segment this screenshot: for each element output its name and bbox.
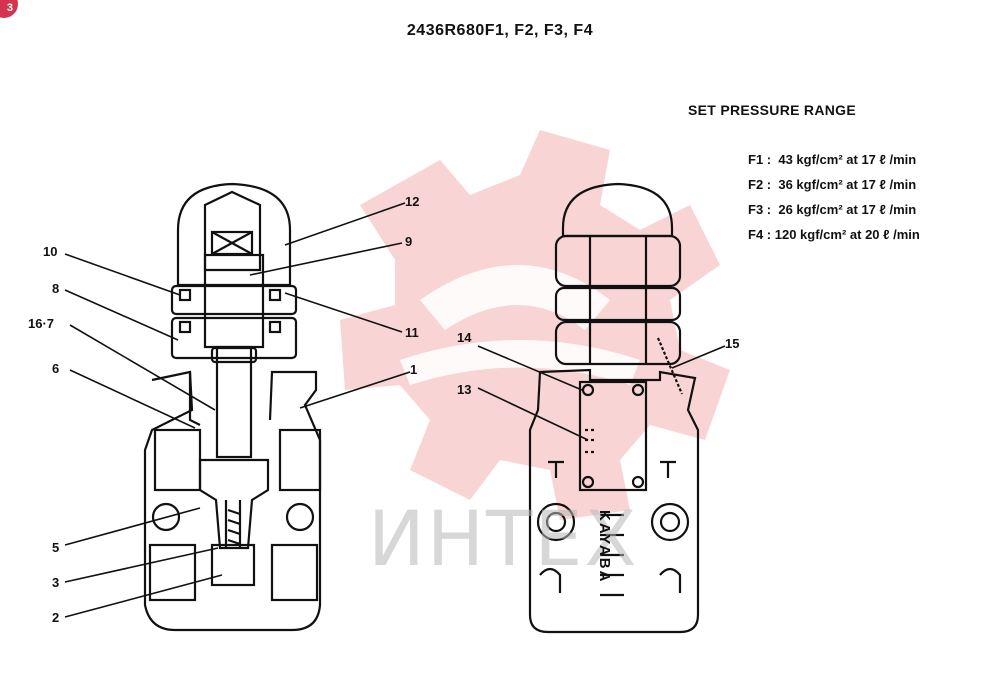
drawing-title: 2436R680F1, F2, F3, F4 — [406, 22, 594, 39]
leader-lines — [64, 202, 726, 618]
part-label-1: 1 — [410, 362, 418, 377]
part-label-14: 14 — [457, 330, 472, 345]
range-item-f1: F1 : 43 kgf/cm² at 17 ℓ /min — [748, 152, 917, 167]
part-label-16-7: 16·7 — [28, 316, 55, 331]
sectional-view — [143, 182, 322, 632]
part-label-15: 15 — [725, 336, 740, 351]
part-label-2: 2 — [52, 610, 60, 625]
part-label-13: 13 — [457, 382, 472, 397]
external-view — [528, 182, 700, 634]
watermark-text: ИНТЕХ — [368, 494, 639, 583]
part-label-3: 3 — [52, 575, 60, 590]
range-item-f4: F4 : 120 kgf/cm² at 20 ℓ /min — [748, 227, 920, 242]
range-item-f2: F2 : 36 kgf/cm² at 17 ℓ /min — [748, 177, 917, 192]
watermark-gear-logo — [340, 130, 730, 520]
range-item-f3: F3 : 26 kgf/cm² at 17 ℓ /min — [748, 202, 917, 217]
brand-lettering: KAYABA — [596, 510, 613, 584]
part-label-6: 6 — [52, 361, 60, 376]
part-label-12: 12 — [405, 194, 420, 209]
part-label-8: 8 — [52, 281, 60, 296]
set-pressure-heading: SET PRESSURE RANGE — [688, 102, 856, 118]
part-label-11: 11 — [405, 325, 419, 340]
part-label-5: 5 — [52, 540, 60, 555]
page-badge: 3 — [0, 0, 18, 18]
part-label-9: 9 — [405, 234, 413, 249]
part-label-10: 10 — [43, 244, 58, 259]
